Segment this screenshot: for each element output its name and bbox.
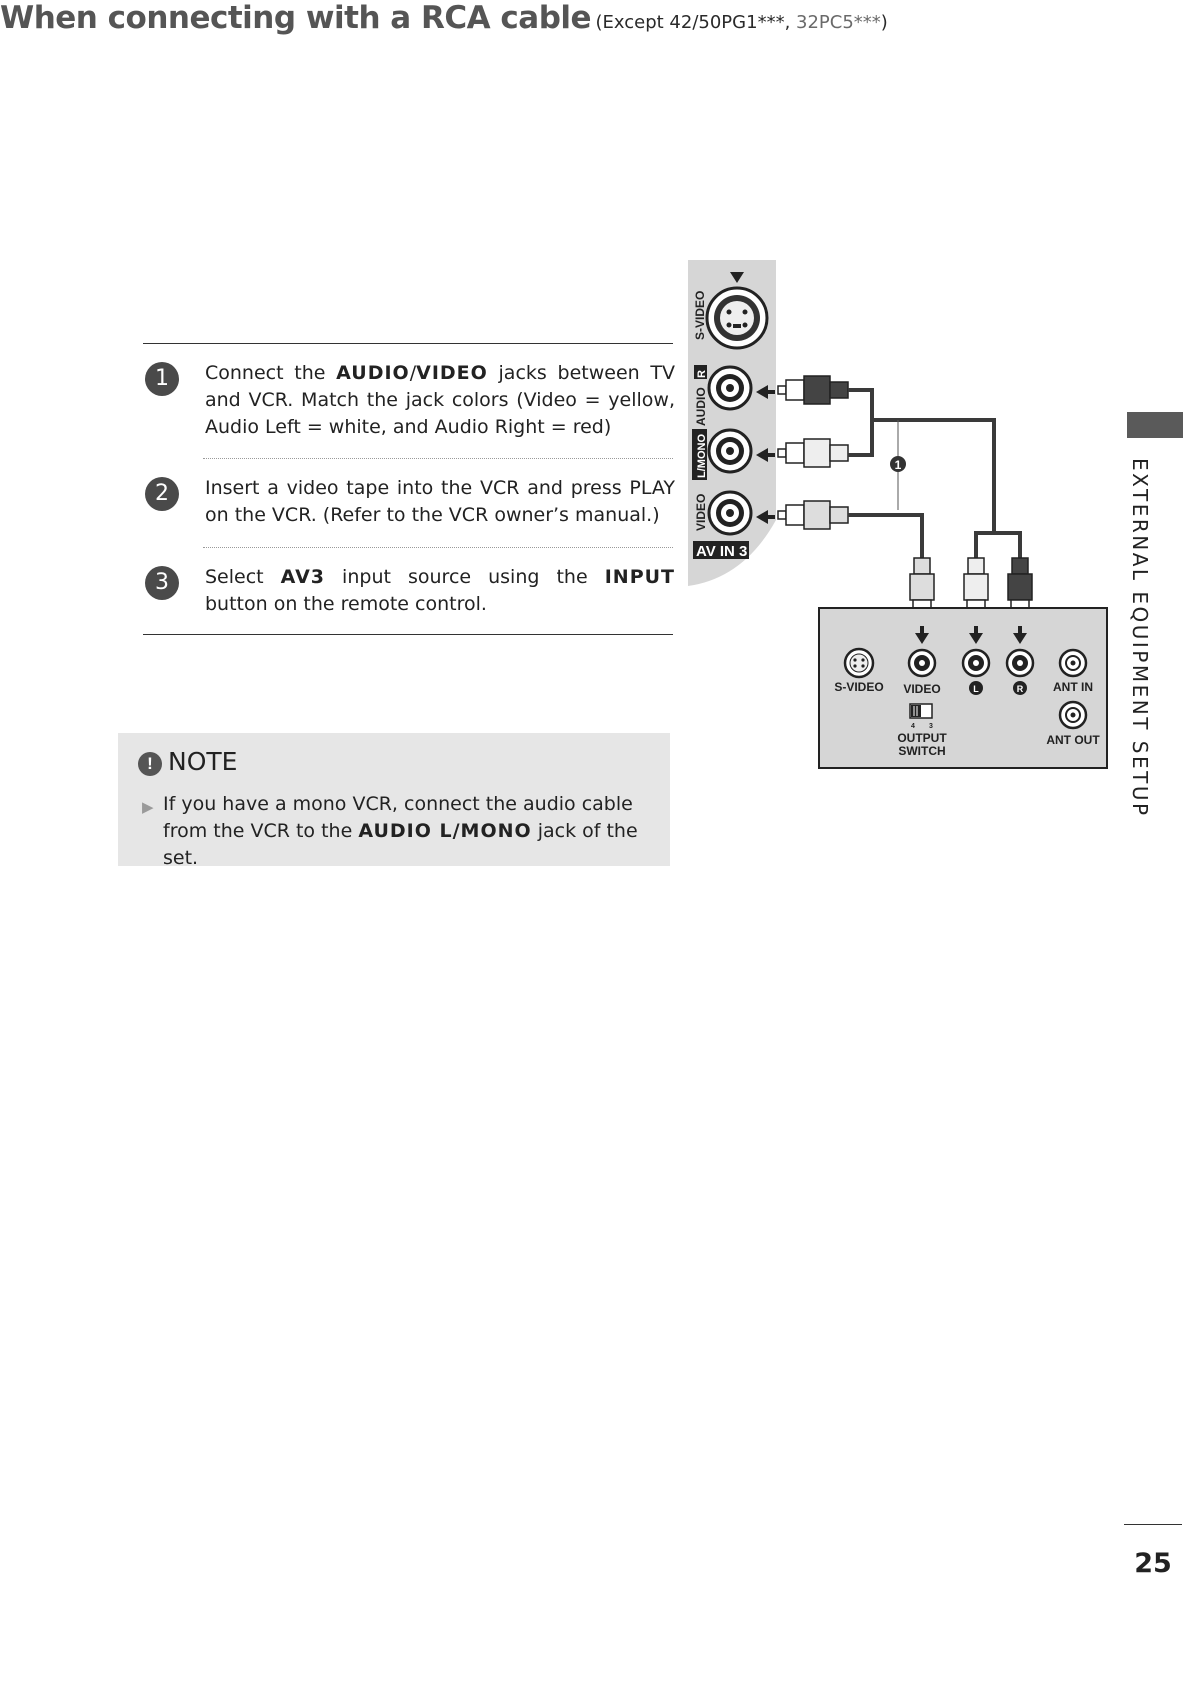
l-mono-badge: [692, 429, 707, 480]
rca-plug-white-tv: [777, 438, 849, 468]
arrow-icon: [756, 385, 775, 399]
r-badge-text: R: [1017, 684, 1024, 694]
av-in-badge-text: AV IN 3: [696, 543, 747, 560]
vcr-ant-out-label: ANT OUT: [1046, 733, 1100, 747]
page-number-rule: [1124, 1524, 1182, 1525]
step-text: Connect the AUDIO/VIDEO jacks between TV…: [205, 362, 675, 438]
vcr-ant-in-label: ANT IN: [1053, 680, 1093, 694]
arrow-icon: [756, 448, 775, 462]
vcr-ant-in-jack: [1058, 648, 1088, 678]
vcr-ant-out-jack: [1058, 700, 1088, 730]
arrow-icon: [1013, 626, 1027, 644]
audio-r-badge: [694, 365, 707, 379]
l-mono-badge-text: L/MONO: [696, 434, 708, 478]
rca-plug-red-tv: [777, 375, 849, 405]
tv-s-video-jack: [705, 286, 769, 350]
tv-s-video-label: S-VIDEO: [693, 291, 707, 340]
vcr-back-panel: [818, 607, 1108, 769]
arrow-icon: [915, 626, 929, 644]
step-divider: [203, 547, 673, 548]
rca-plug-yellow-tv: [777, 500, 849, 530]
l-badge: [969, 681, 983, 695]
section-side-label: EXTERNAL EQUIPMENT SETUP: [1128, 458, 1152, 818]
output-switch: [909, 703, 933, 719]
arrow-icon: [969, 626, 983, 644]
step-text: Insert a video tape into the VCR and pre…: [205, 477, 675, 526]
tv-audio-r-jack: [707, 365, 753, 411]
step-divider: [203, 458, 673, 459]
cables: [848, 388, 1022, 558]
vcr-audio-l-jack: [961, 648, 991, 678]
l-badge-text: L: [973, 684, 979, 694]
bullet-arrow-icon: ▶: [142, 799, 154, 816]
vcr-video-jack: [907, 648, 937, 678]
vcr-audio-r-jack: [1005, 648, 1035, 678]
callout-number: 1: [895, 458, 902, 472]
tv-audio-l-jack: [707, 428, 753, 474]
exclamation-icon: !: [138, 752, 162, 776]
step-number: 2: [145, 477, 179, 511]
connection-diagram: S-VIDEO R AUDIO L/MONO VIDEO AV IN 3: [688, 260, 1108, 769]
av-in-badge: [693, 541, 749, 559]
steps-top-rule: [143, 343, 673, 344]
vcr-switch-label: SWITCH: [898, 744, 945, 758]
steps-bottom-rule: [143, 634, 673, 635]
step-number: 1: [145, 362, 179, 396]
vcr-video-label: VIDEO: [903, 682, 940, 696]
switch-3-label: 3: [929, 723, 933, 730]
vcr-output-label: OUTPUT: [897, 731, 947, 745]
tv-audio-label: AUDIO: [694, 387, 708, 426]
step-text: Select AV3 input source using the INPUT …: [205, 566, 676, 615]
r-badge: [1013, 681, 1027, 695]
section-tab-marker: [1127, 412, 1183, 438]
page-number: 25: [1134, 1548, 1172, 1579]
vcr-s-video-label: S-VIDEO: [834, 680, 883, 694]
tv-video-jack: [707, 490, 753, 536]
page-title: When connecting with a RCA cable (Except…: [0, 0, 1191, 36]
tv-video-label: VIDEO: [694, 494, 708, 531]
note-text: If you have a mono VCR, connect the audi…: [163, 793, 638, 869]
step-number: 3: [145, 566, 179, 600]
triangle-marker-icon: [730, 272, 744, 283]
arrow-icon: [756, 510, 775, 524]
title-main: When connecting with a RCA cable: [0, 0, 592, 36]
callout-badge: [890, 456, 906, 472]
note-heading: NOTE: [168, 747, 238, 776]
vcr-s-video-jack: [843, 647, 875, 679]
note-box: ! NOTE ▶ If you have a mono VCR, connect…: [118, 733, 670, 869]
title-models: (Except 42/50PG1***, 32PC5***): [595, 12, 888, 33]
switch-4-label: 4: [911, 723, 915, 730]
audio-r-badge-text: R: [696, 370, 708, 378]
